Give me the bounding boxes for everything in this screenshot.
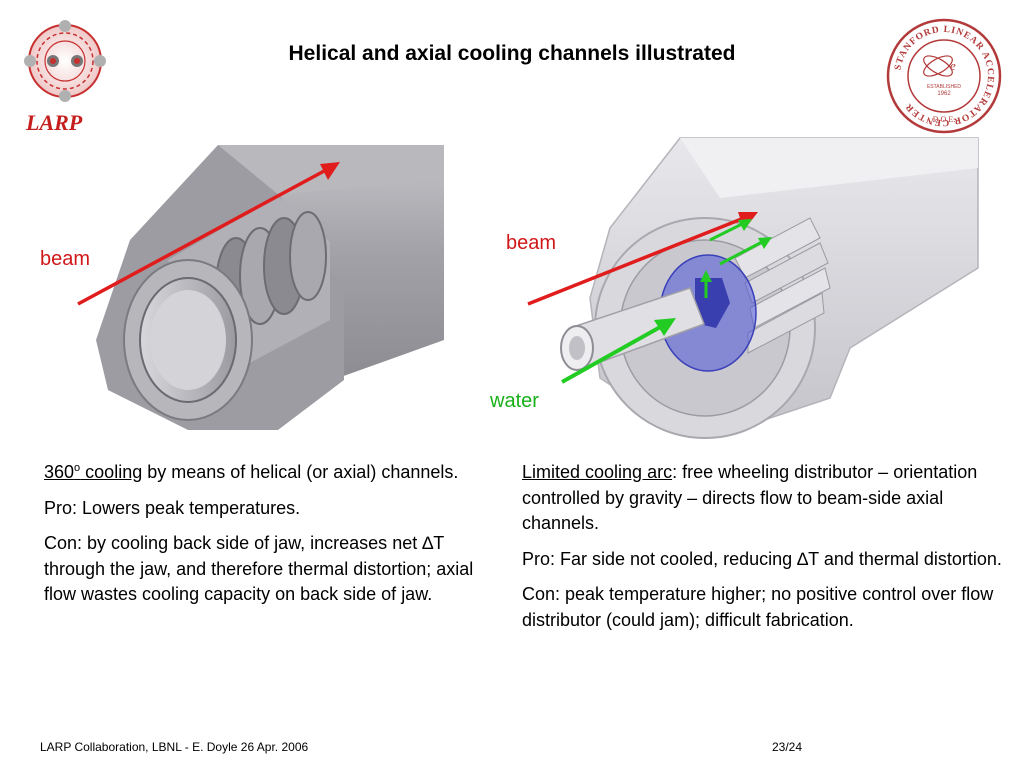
slac-seal-icon: STANFORD LINEAR ACCELERATOR CENTER e EST… — [886, 18, 1002, 134]
left-paragraph-pro: Pro: Lowers peak temperatures. — [44, 497, 301, 518]
right-paragraph-con: Con: peak temperature higher; no positiv… — [522, 584, 994, 630]
cooling-360-link-text: 360o cooling — [44, 462, 143, 482]
svg-text:e: e — [950, 58, 956, 73]
right-beam-label: beam — [506, 232, 557, 254]
water-label: water — [490, 390, 539, 412]
page-number: 23/24 — [772, 740, 803, 754]
larp-quadrupole-logo-icon — [24, 20, 106, 102]
right-text-column: Limited cooling arc: free wheeling distr… — [522, 460, 1010, 643]
left-paragraph-1: 360o cooling by means of helical (or axi… — [44, 462, 459, 482]
right-paragraph-pro: Pro: Far side not cooled, reducing ∆T an… — [522, 548, 1002, 569]
seal-year: 1962 — [937, 91, 951, 97]
left-text-column: 360o cooling by means of helical (or axi… — [44, 460, 480, 618]
seal-doe: D.O.E. — [933, 115, 955, 124]
seal-established: ESTABLISHED — [927, 84, 961, 90]
slide-title: Helical and axial cooling channels illus… — [288, 42, 736, 65]
footer-credit: LARP Collaboration, LBNL - E. Doyle 26 A… — [40, 740, 309, 754]
helical-channel-figure — [77, 145, 444, 430]
left-paragraph-con: Con: by cooling back side of jaw, increa… — [44, 533, 474, 605]
right-paragraph-1: Limited cooling arc: free wheeling distr… — [522, 462, 978, 534]
axial-channel-figure — [527, 137, 979, 439]
larp-logo-text: LARP — [26, 110, 83, 135]
left-beam-label: beam — [40, 248, 91, 270]
